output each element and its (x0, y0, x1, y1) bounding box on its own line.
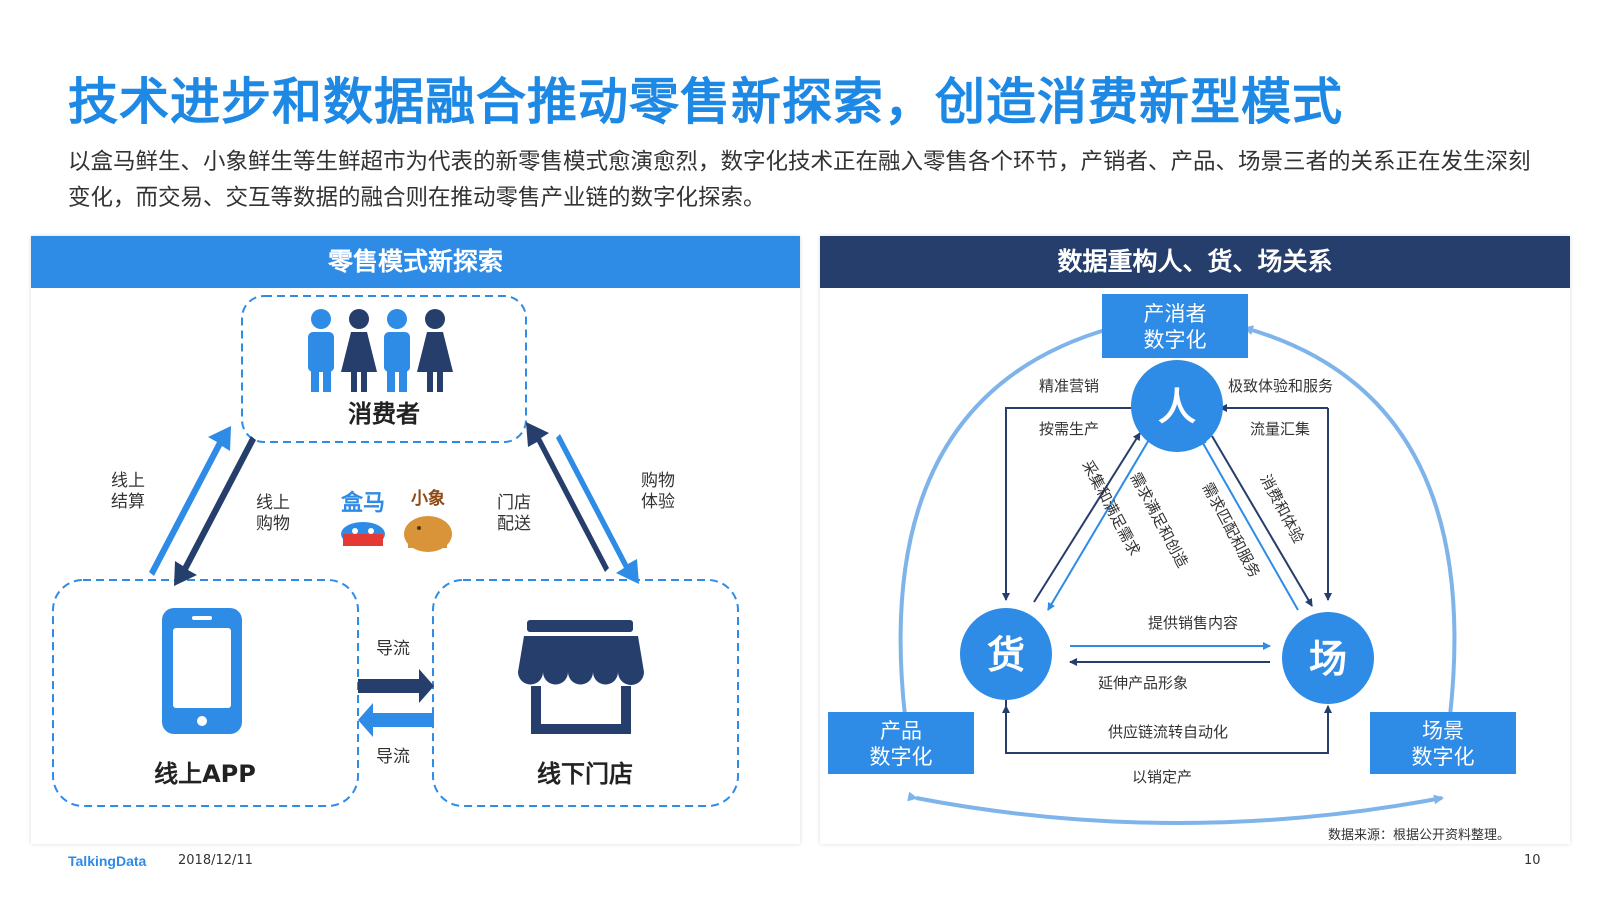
person-node (1131, 360, 1223, 452)
shopping-experience-label: 购物体验 (641, 471, 675, 512)
extend-image-label: 延伸产品形象 (1098, 674, 1188, 692)
flow-bottom-label: 导流 (376, 747, 410, 767)
flow-right-arrow (358, 669, 434, 703)
footer-date: 2018/12/11 (178, 853, 253, 868)
supply-chain-label: 供应链流转自动化 (1108, 723, 1228, 741)
precise-marketing-label: 精准营销 (1039, 377, 1099, 395)
consumers-icon (308, 309, 453, 392)
page-subtitle: 以盒马鲜生、小象鲜生等生鲜超市为代表的新零售模式愈演愈烈，数字化技术正在融入零售… (68, 149, 1531, 211)
flow-top-label: 导流 (376, 639, 410, 659)
goods-node (960, 608, 1052, 700)
people-goods-venue-header: 数据重构人、货、场关系 (820, 236, 1570, 288)
flow-left-arrow (358, 703, 434, 737)
store-icon (518, 620, 644, 734)
sales-production-label: 以销定产 (1132, 768, 1192, 786)
svg-text:小象: 小象 (411, 488, 445, 509)
venue-node-label: 场 (1309, 637, 1347, 681)
svg-text:盒马: 盒马 (340, 490, 385, 516)
scene-box-label: 场景数字化 (1412, 719, 1475, 769)
online-checkout-arrow (149, 426, 231, 576)
consume-experience-label: 消费和体验 (1256, 471, 1307, 546)
phone-icon (162, 608, 242, 734)
page-number: 10 (1524, 853, 1541, 868)
online-app-label: 线上APP (154, 760, 256, 788)
hema-logo-icon: 盒马 (340, 490, 385, 546)
people-goods-venue-panel: 数据重构人、货、场关系 产消者数字化 产品数字化 场景数字化 (820, 236, 1570, 844)
scene-box (1370, 712, 1516, 774)
xiaoxiang-logo-icon: 小象 (404, 488, 452, 552)
retail-model-diagram: 消费者 线上APP 线下门店 (52, 295, 739, 807)
offline-store-box (432, 579, 739, 807)
consume-experience-arrow (1211, 435, 1313, 607)
prosumer-product-arc (898, 325, 1114, 725)
online-shopping-arrow (174, 436, 256, 586)
retail-model-panel: 零售模式新探索 (31, 236, 800, 844)
data-source: 数据来源：根据公开资料整理。 (1328, 828, 1511, 843)
traffic-aggregation-label: 流量汇集 (1250, 420, 1310, 438)
online-checkout-label: 线上结算 (111, 471, 145, 512)
demand-satisfy-arrow (1047, 437, 1151, 611)
goods-node-label: 货 (987, 633, 1025, 677)
person-node-label: 人 (1158, 385, 1196, 429)
prosumer-scene-arc (1243, 325, 1457, 725)
product-box (828, 712, 974, 774)
store-delivery-label: 门店配送 (497, 493, 531, 534)
collect-demand-arrow (1033, 432, 1141, 603)
retail-model-header: 零售模式新探索 (31, 236, 800, 288)
product-scene-arc (907, 791, 1444, 825)
prosumer-box-label: 产消者数字化 (1144, 302, 1207, 352)
shopping-experience-arrow (556, 434, 639, 584)
on-demand-production-label: 按需生产 (1039, 420, 1099, 438)
talkingdata-logo: TalkingData (68, 853, 147, 869)
ultimate-experience-label: 极致体验和服务 (1228, 377, 1333, 395)
provide-sales-label: 提供销售内容 (1148, 614, 1238, 632)
people-goods-venue-diagram: 产消者数字化 产品数字化 场景数字化 人 货 场 精准营销 (828, 294, 1516, 825)
store-delivery-arrow (526, 422, 609, 572)
venue-node (1282, 612, 1374, 704)
consumer-box (241, 295, 527, 443)
product-box-label: 产品数字化 (870, 719, 933, 769)
demand-service-arrow (1199, 437, 1299, 611)
precise-marketing-line (1002, 407, 1132, 601)
consumer-label: 消费者 (348, 400, 420, 428)
page-title: 技术进步和数据融合推动零售新探索，创造消费新型模式 (68, 73, 1343, 131)
prosumer-box (1102, 294, 1248, 358)
demand-service-label: 需求匹配和服务 (1198, 479, 1263, 580)
demand-satisfy-label: 需求满足和创造 (1126, 469, 1191, 570)
online-app-box (52, 579, 359, 807)
offline-store-label: 线下门店 (537, 760, 633, 788)
online-shopping-label: 线上购物 (256, 493, 290, 534)
